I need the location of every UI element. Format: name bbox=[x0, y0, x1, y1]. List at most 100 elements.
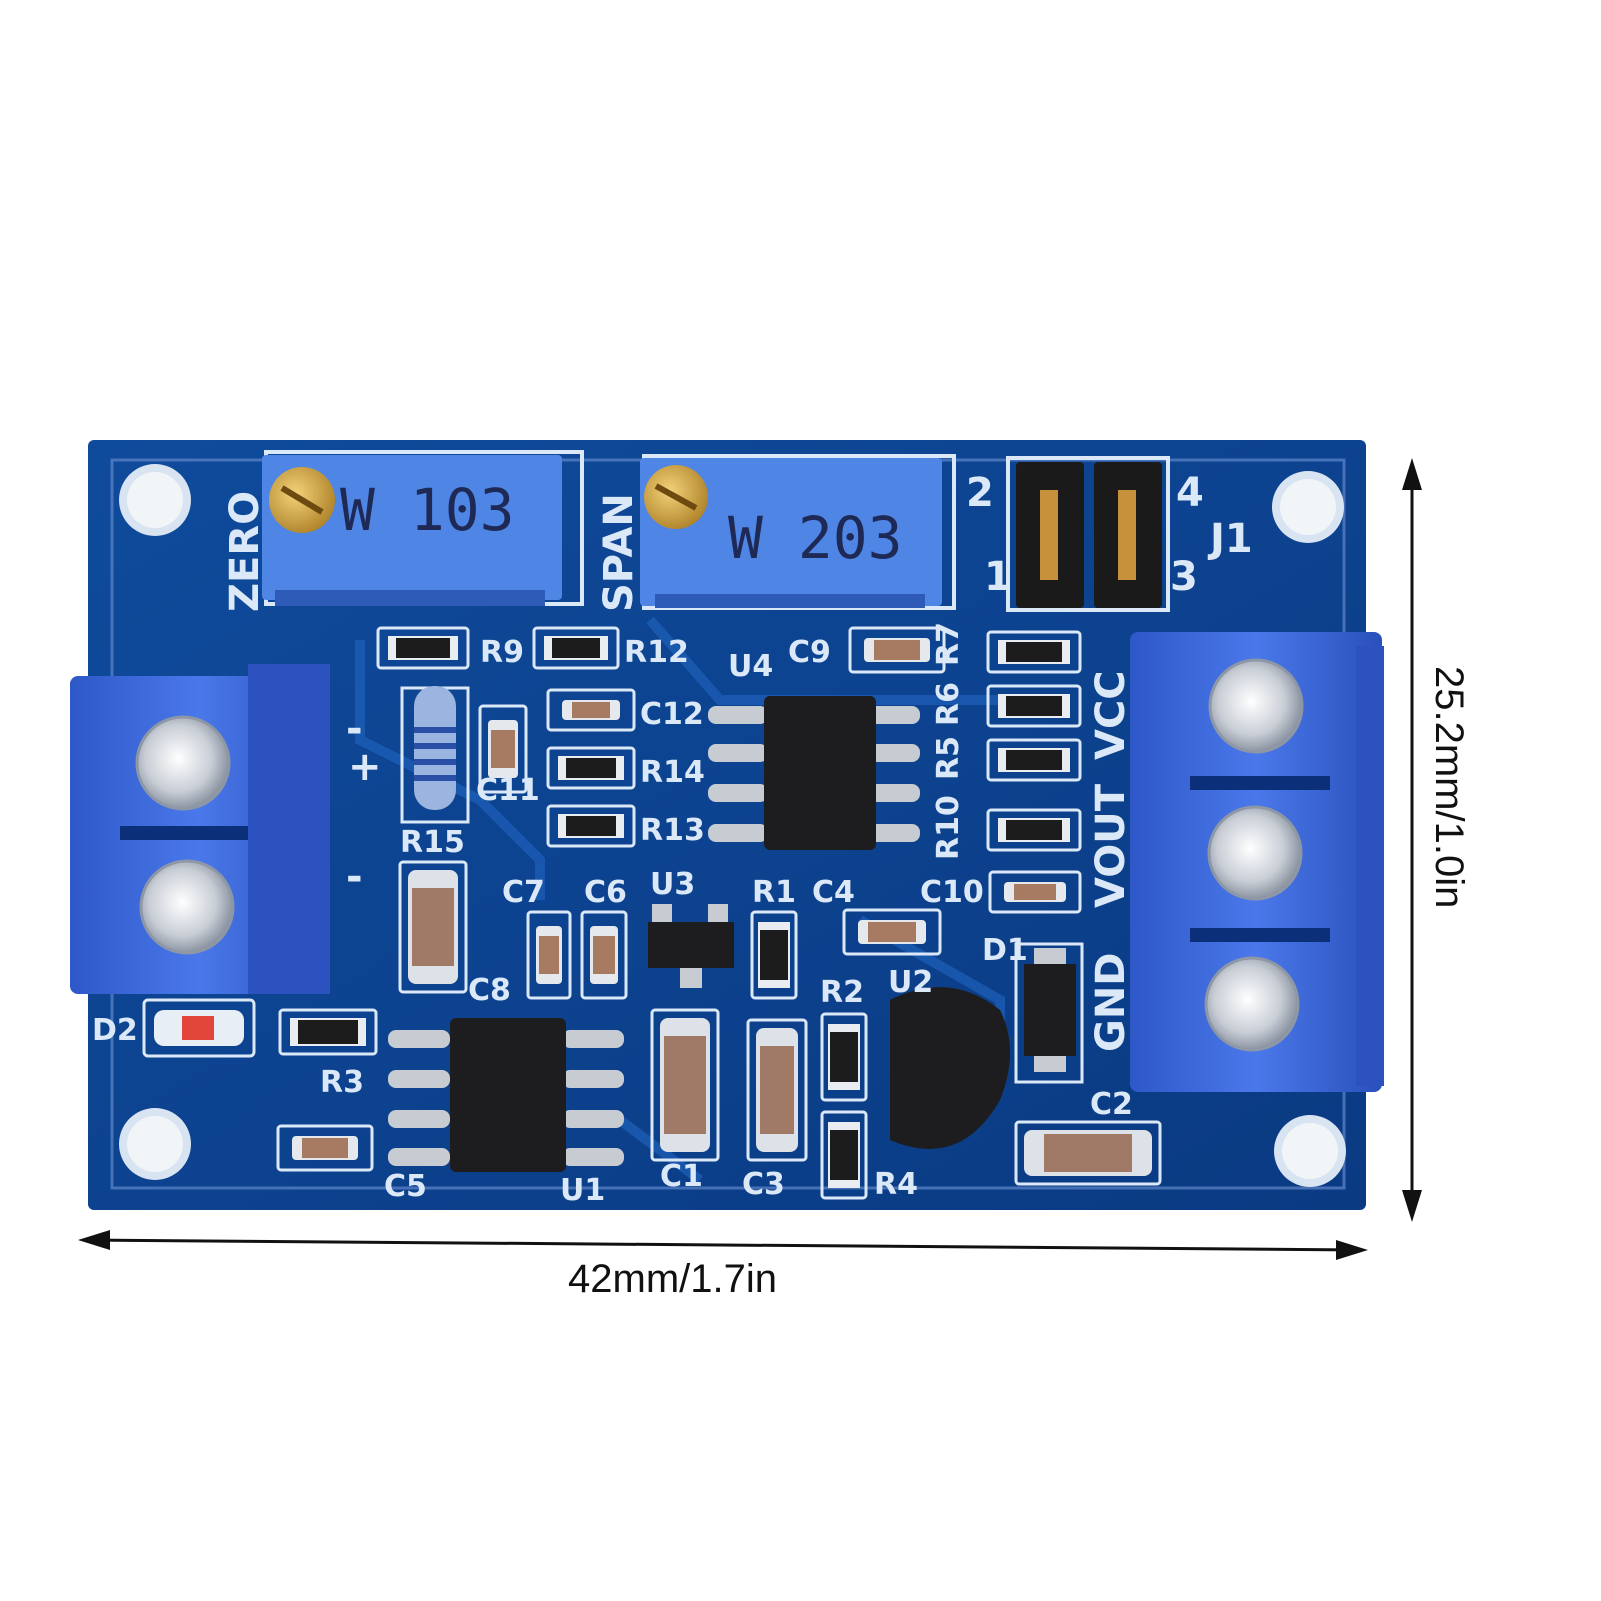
smd-part bbox=[580, 910, 628, 1000]
smd-part: 30C bbox=[532, 626, 620, 670]
width-arrow-left-icon bbox=[78, 1230, 110, 1250]
resistor-r15-axial bbox=[400, 686, 470, 824]
smd-part bbox=[650, 1008, 720, 1162]
label-c2: C2 bbox=[1090, 1087, 1133, 1122]
label-d2: D2 bbox=[92, 1013, 138, 1048]
label-r1: R1 bbox=[752, 875, 796, 910]
width-arrow-line bbox=[85, 1238, 1361, 1252]
potentiometer-span: W 203 SPAN bbox=[596, 454, 956, 612]
smd-part bbox=[546, 688, 636, 732]
smd-part bbox=[842, 908, 942, 956]
jumper-pin-1: 1 bbox=[984, 554, 1012, 600]
label-c6: C6 bbox=[584, 875, 627, 910]
label-r13: R13 bbox=[640, 813, 705, 848]
smd-part: 241 bbox=[820, 1012, 868, 1102]
height-arrow-bottom-icon bbox=[1402, 1190, 1422, 1222]
resistor-code: 30B bbox=[410, 641, 435, 657]
label-c10: C10 bbox=[920, 875, 984, 910]
terminal-gnd-label: GND bbox=[1088, 952, 1134, 1052]
label-r4: R4 bbox=[874, 1167, 918, 1202]
smd-components: 30B 30C 18C E15 01E 01C 01C 01C 472 01E 241 182 bbox=[276, 626, 1162, 1200]
smd-part bbox=[276, 1124, 374, 1172]
terminal-vcc-label: VCC bbox=[1088, 670, 1134, 760]
smd-part bbox=[988, 870, 1082, 914]
ic-u1 bbox=[388, 1018, 624, 1172]
smd-part: 01E bbox=[278, 1008, 378, 1056]
smd-part bbox=[526, 910, 572, 1000]
label-r14: R14 bbox=[640, 755, 705, 790]
terminal-vout-label: VOUT bbox=[1088, 783, 1134, 908]
smd-part: 30B bbox=[376, 626, 470, 670]
jumper-pin-2: 2 bbox=[966, 470, 994, 516]
label-r5: R5 bbox=[931, 736, 966, 780]
polarity-minus-top: - bbox=[346, 706, 363, 752]
smd-part: 01C bbox=[986, 808, 1082, 852]
label-c1: C1 bbox=[660, 1159, 703, 1194]
transistor-u2 bbox=[890, 987, 1010, 1149]
width-arrow-right-icon bbox=[1336, 1240, 1368, 1260]
potentiometer-zero: W 103 ZERO bbox=[222, 450, 584, 612]
smd-part: 182 bbox=[820, 1110, 868, 1200]
pot-span-marking: W 203 bbox=[728, 504, 903, 572]
height-dimension: 25.2mm/1.0in bbox=[1402, 458, 1471, 1222]
smd-part: 01C bbox=[546, 746, 636, 790]
regulator-u3 bbox=[648, 904, 734, 988]
label-c9: C9 bbox=[788, 635, 831, 670]
label-c12: C12 bbox=[640, 697, 704, 732]
resistor-code: 01E bbox=[1021, 753, 1046, 769]
label-u2: U2 bbox=[888, 965, 933, 1000]
resistor-code: 472 bbox=[765, 942, 781, 967]
label-c7: C7 bbox=[502, 875, 545, 910]
label-u4: U4 bbox=[728, 649, 773, 684]
polarity-minus-bottom: - bbox=[346, 854, 363, 900]
diode-d1 bbox=[1014, 942, 1084, 1084]
pot-zero-marking: W 103 bbox=[340, 476, 515, 544]
label-u1: U1 bbox=[560, 1173, 605, 1208]
label-r2: R2 bbox=[820, 975, 864, 1010]
resistor-code: 18C bbox=[1021, 645, 1046, 661]
label-d1: D1 bbox=[982, 933, 1028, 968]
label-r3: R3 bbox=[320, 1065, 364, 1100]
label-r12: R12 bbox=[624, 635, 689, 670]
terminal-block-right: VCC VOUT GND bbox=[1088, 632, 1384, 1092]
height-arrow-top-icon bbox=[1402, 458, 1422, 490]
resistor-code: 01C bbox=[578, 761, 603, 777]
smd-part: 01E bbox=[986, 738, 1082, 782]
polarity-plus: + bbox=[348, 744, 382, 790]
resistor-code: 01E bbox=[315, 1025, 340, 1041]
resistor-code: 01C bbox=[578, 819, 603, 835]
ic-u4 bbox=[708, 696, 920, 850]
jumper-label: J1 bbox=[1207, 516, 1253, 562]
width-dimension-label: 42mm/1.7in bbox=[568, 1257, 777, 1301]
label-r9: R9 bbox=[480, 635, 524, 670]
label-r7: R7 bbox=[931, 622, 966, 666]
smd-part: 01C bbox=[546, 804, 636, 848]
label-c3: C3 bbox=[742, 1167, 785, 1202]
label-u3: U3 bbox=[650, 867, 695, 902]
smd-part bbox=[478, 704, 528, 794]
label-r6: R6 bbox=[931, 682, 966, 726]
label-c5: C5 bbox=[384, 1169, 427, 1204]
smd-part: 472 bbox=[750, 910, 798, 1000]
led-d2 bbox=[142, 998, 256, 1058]
smd-part bbox=[848, 626, 946, 674]
label-c11: C11 bbox=[476, 773, 540, 808]
jumper-pin-4: 4 bbox=[1176, 470, 1204, 516]
width-dimension: 42mm/1.7in bbox=[78, 1230, 1368, 1301]
resistor-code: 01C bbox=[1021, 823, 1046, 839]
smd-part: E15 bbox=[986, 684, 1082, 728]
resistor-code: 182 bbox=[835, 1142, 851, 1167]
label-r15: R15 bbox=[400, 825, 465, 860]
smd-part bbox=[746, 1018, 808, 1162]
jumper-j1: 2 4 1 3 J1 bbox=[966, 456, 1253, 612]
terminal-block-left bbox=[70, 664, 330, 994]
pot-span-label: SPAN bbox=[596, 493, 642, 612]
smd-part bbox=[398, 860, 468, 994]
label-c8: C8 bbox=[468, 973, 511, 1008]
smd-part bbox=[1014, 1120, 1162, 1186]
resistor-code: E15 bbox=[1021, 699, 1046, 715]
jumper-pin-3: 3 bbox=[1170, 554, 1198, 600]
resistor-code: 30C bbox=[563, 641, 588, 657]
